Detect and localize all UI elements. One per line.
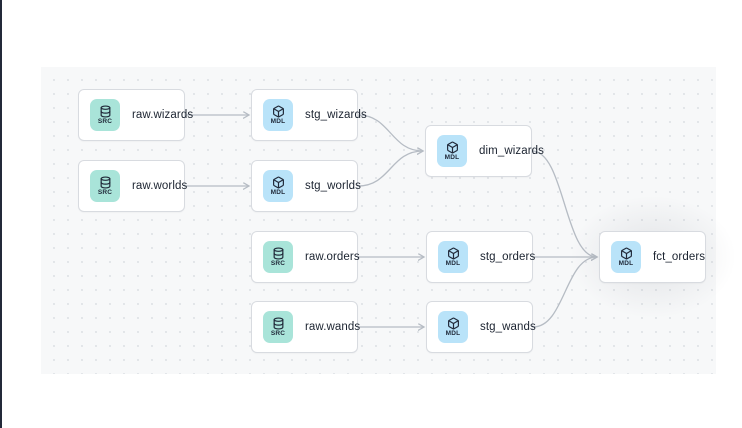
node-type-badge-label: MDL [270,189,286,196]
node-type-badge: MDL [438,241,468,273]
dag-node-raw.orders[interactable]: SRC raw.orders [251,231,360,283]
node-type-badge: SRC [263,311,293,343]
window-edge-strip [0,0,2,428]
dag-node-stg_wands[interactable]: MDL stg_wands [426,301,536,353]
node-type-badge-label: MDL [445,330,461,337]
node-type-badge-label: MDL [618,260,634,267]
node-label: fct_orders [653,251,706,263]
dag-node-raw.wizards[interactable]: SRC raw.wizards [78,89,193,141]
node-type-badge-label: MDL [445,260,461,267]
cube-icon [272,175,284,189]
node-label: raw.orders [305,251,360,263]
dag-node-stg_worlds[interactable]: MDL stg_worlds [251,160,361,212]
node-type-badge-label: MDL [444,154,460,161]
node-type-badge-label: SRC [270,330,286,337]
node-type-badge: MDL [437,135,467,167]
node-label: raw.wizards [132,109,194,121]
node-type-badge: MDL [263,99,293,131]
cube-icon [272,104,284,118]
database-icon [273,246,283,260]
cube-icon [620,246,632,260]
node-label: dim_wizards [479,145,545,157]
database-icon [273,316,283,330]
node-type-badge-label: SRC [97,189,113,196]
node-label: stg_wands [480,321,536,333]
cube-icon [447,316,459,330]
dag-node-dim_wizards[interactable]: MDL dim_wizards [425,125,544,177]
database-icon [100,104,110,118]
dag-node-raw.worlds[interactable]: SRC raw.worlds [78,160,188,212]
node-type-badge-label: MDL [270,118,286,125]
node-type-badge: MDL [611,241,641,273]
node-type-badge: SRC [90,170,120,202]
node-type-badge: MDL [438,311,468,343]
dag-node-raw.wands[interactable]: SRC raw.wands [251,301,361,353]
node-label: raw.worlds [132,180,188,192]
node-type-badge-label: SRC [97,118,113,125]
node-label: stg_orders [480,251,536,263]
dag-node-stg_wizards[interactable]: MDL stg_wizards [251,89,367,141]
cube-icon [447,246,459,260]
node-label: stg_worlds [305,180,361,192]
cube-icon [446,140,458,154]
dag-node-stg_orders[interactable]: MDL stg_orders [426,231,536,283]
node-type-badge: MDL [263,170,293,202]
node-type-badge: SRC [90,99,120,131]
dag-node-fct_orders[interactable]: MDL fct_orders [599,231,706,283]
node-label: stg_wizards [305,109,367,121]
node-label: raw.wands [305,321,361,333]
node-type-badge-label: SRC [270,260,286,267]
database-icon [100,175,110,189]
node-type-badge: SRC [263,241,293,273]
